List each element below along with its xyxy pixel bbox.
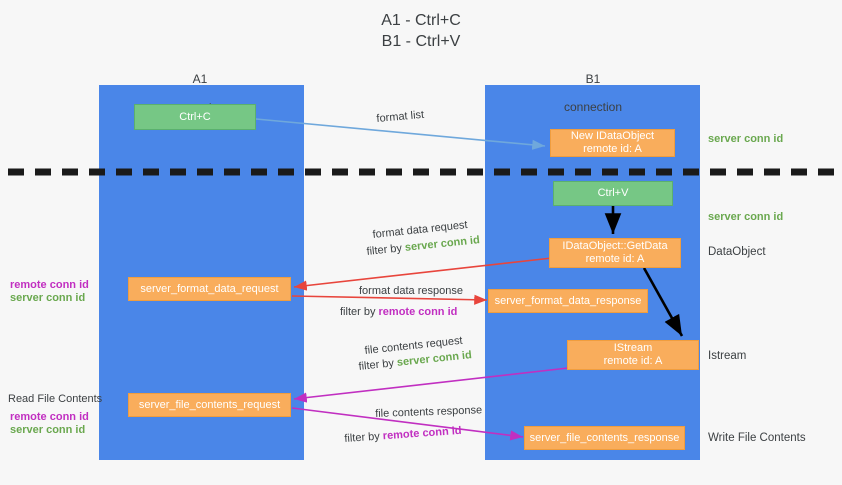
arrow-file-contents-request [293,367,569,403]
label-left-server-conn-id-1: server conn id [10,292,86,304]
label-right-istream: Istream [708,350,747,362]
label-filter-prefix: filter by [344,430,384,445]
label-left-remote-conn-id-2: remote conn id [10,411,89,423]
page-title: A1 - Ctrl+C B1 - Ctrl+V [381,12,461,50]
column-header-b1: B1 connection [533,58,653,128]
box-server-file-contents-request[interactable]: server_file_contents_request [128,393,291,417]
label-format-data-response: format data response [359,285,463,297]
box-server-format-data-request[interactable]: server_format_data_request [128,277,291,301]
label-right-dataobject: DataObject [708,246,766,258]
arrow-format-list [255,118,546,150]
label-format-data-response-filter: filter by remote conn id [340,306,457,319]
label-right-server-conn-id-mid: server conn id [708,211,784,223]
column-header-a1-name: A1 [192,72,208,86]
arrow-format-data-request [293,257,553,291]
box-idataobject-getdata[interactable]: IDataObject::GetData remote id: A [549,238,681,268]
label-left-conn-id-group-2: remote conn id server conn id [10,411,89,437]
box-istream[interactable]: IStream remote id: A [567,340,699,370]
label-left-remote-conn-id-1: remote conn id [10,279,89,291]
box-ctrl-c[interactable]: Ctrl+C [134,104,256,130]
box-server-format-data-response[interactable]: server_format_data_response [488,289,648,313]
column-header-b1-name: B1 [585,72,601,86]
arrow-file-contents-response [291,407,524,441]
arrow-getdata-to-istream [642,267,684,337]
label-filter-prefix: filter by [366,241,406,258]
box-new-idataobject[interactable]: New IDataObject remote id: A [550,129,675,157]
label-filter-remote-conn-id: remote conn id [378,306,458,318]
label-left-read-file-contents: Read File Contents [8,393,103,405]
label-right-write-file-contents: Write File Contents [708,432,806,444]
label-filter-prefix: filter by [340,306,379,318]
arrow-format-data-response [291,294,488,305]
box-ctrl-v[interactable]: Ctrl+V [553,181,673,206]
label-filter-prefix: filter by [358,356,398,373]
label-left-server-conn-id-2: server conn id [10,424,86,436]
label-left-conn-id-group-1: remote conn id server conn id [10,279,89,305]
label-right-server-conn-id-top: server conn id [708,133,784,145]
column-header-b1-sub: connection [563,100,623,114]
box-server-file-contents-response[interactable]: server_file_contents_response [524,426,685,450]
